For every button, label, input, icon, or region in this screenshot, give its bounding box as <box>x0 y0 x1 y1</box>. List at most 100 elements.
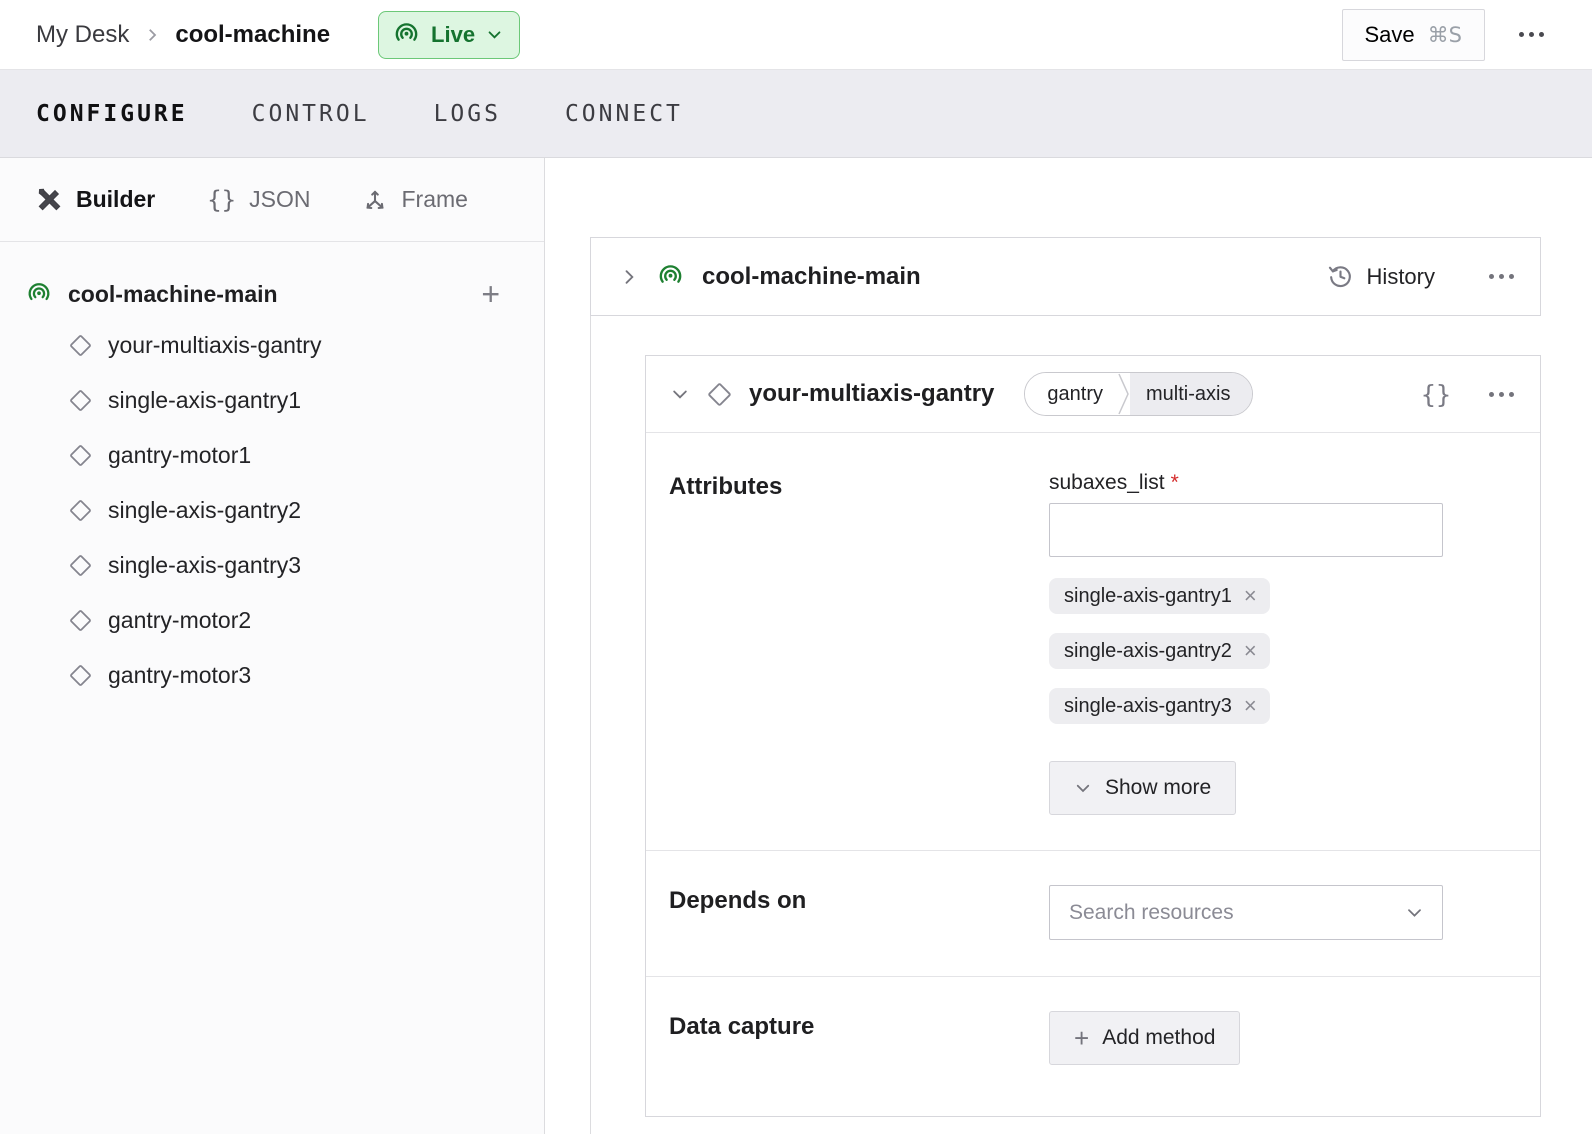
chip-label: single-axis-gantry3 <box>1064 694 1232 717</box>
live-status-dropdown[interactable]: Live <box>378 10 521 59</box>
chip-single-axis-gantry2: single-axis-gantry2 × <box>1049 633 1270 669</box>
tree-item-single-axis-gantry1[interactable]: single-axis-gantry1 <box>0 373 544 428</box>
subaxes-field-label: subaxes_list* <box>1049 471 1179 494</box>
tag-separator-icon <box>1116 373 1130 415</box>
broadcast-icon <box>659 265 682 283</box>
component-menu-button[interactable] <box>1489 391 1514 397</box>
add-method-button[interactable]: + Add method <box>1049 1011 1241 1065</box>
tag-type: gantry <box>1025 373 1117 415</box>
edit-json-icon[interactable]: {} <box>1420 379 1451 409</box>
tab-control[interactable]: CONTROL <box>251 100 370 127</box>
chevron-down-icon[interactable] <box>670 384 690 404</box>
tree-item-label: your-multiaxis-gantry <box>108 332 322 358</box>
required-marker: * <box>1170 471 1179 494</box>
frame-axes-icon <box>366 189 384 209</box>
remove-chip-icon[interactable]: × <box>1243 638 1257 663</box>
chevron-down-icon <box>488 31 501 39</box>
chip-single-axis-gantry3: single-axis-gantry3 × <box>1049 688 1270 724</box>
tree-item-label: gantry-motor1 <box>108 442 252 468</box>
search-resources-input[interactable] <box>1069 900 1369 925</box>
breadcrumb-current: cool-machine <box>175 20 331 48</box>
save-label: Save <box>1364 21 1415 47</box>
subaxes-list-input[interactable] <box>1049 503 1443 557</box>
chevron-down-icon <box>1076 784 1090 793</box>
component-diamond-icon <box>70 390 91 411</box>
chip-label: single-axis-gantry2 <box>1064 639 1232 662</box>
add-component-button[interactable]: + <box>481 276 500 312</box>
tab-configure[interactable]: CONFIGURE <box>36 100 188 127</box>
component-diamond-icon <box>70 445 91 466</box>
attributes-section-label: Attributes <box>669 473 783 500</box>
remove-chip-icon[interactable]: × <box>1243 693 1257 718</box>
remove-chip-icon[interactable]: × <box>1243 583 1257 608</box>
chevron-down-icon <box>1408 909 1421 917</box>
machine-part-menu-button[interactable] <box>1489 274 1514 279</box>
builder-sidebar: Builder {} JSON Frame <box>0 158 545 1134</box>
component-diamond-icon <box>70 335 91 356</box>
curly-braces-icon: {} <box>207 185 237 214</box>
main-nav-tabs: CONFIGURE CONTROL LOGS CONNECT <box>0 70 1592 158</box>
view-tab-frame[interactable]: Frame <box>362 186 468 213</box>
data-capture-section: Data capture + Add method <box>646 976 1540 1116</box>
tree-machine-name: cool-machine-main <box>68 280 278 307</box>
show-more-label: Show more <box>1105 776 1212 799</box>
history-button[interactable]: History <box>1327 263 1435 290</box>
tree-item-label: single-axis-gantry3 <box>108 552 302 578</box>
history-clock-icon <box>1328 266 1351 288</box>
tree-item-label: gantry-motor3 <box>108 662 252 688</box>
plus-icon: + <box>1074 1023 1090 1053</box>
resource-tree: cool-machine-main + your-multiaxis-gantr… <box>0 242 544 703</box>
chevron-right-icon[interactable] <box>619 267 639 287</box>
tree-item-label: gantry-motor2 <box>108 607 252 633</box>
depends-on-combobox[interactable] <box>1049 885 1443 940</box>
top-header: My Desk cool-machine Live Save ⌘S <box>0 0 1592 70</box>
tree-item-gantry-motor2[interactable]: gantry-motor2 <box>0 593 544 648</box>
component-diamond-icon <box>708 382 731 406</box>
subaxes-chip-list: single-axis-gantry1 × single-axis-gantry… <box>1049 578 1516 724</box>
component-card-header: your-multiaxis-gantry gantry multi-axis … <box>646 356 1540 433</box>
depends-on-label: Depends on <box>669 887 807 914</box>
machine-part-panel: cool-machine-main History <box>590 237 1541 316</box>
tag-model: multi-axis <box>1129 373 1253 415</box>
component-type-tags: gantry multi-axis <box>1024 372 1254 416</box>
add-method-label: Add method <box>1102 1026 1216 1049</box>
save-shortcut: ⌘S <box>1427 22 1462 47</box>
sidebar-view-switcher: Builder {} JSON Frame <box>0 158 544 242</box>
depends-on-section: Depends on <box>646 850 1540 976</box>
tree-item-gantry-motor3[interactable]: gantry-motor3 <box>0 648 544 703</box>
view-tab-frame-label: Frame <box>401 186 468 212</box>
breadcrumb-parent-link[interactable]: My Desk <box>36 20 130 48</box>
tree-machine-row[interactable]: cool-machine-main + <box>0 270 544 318</box>
tab-connect[interactable]: CONNECT <box>564 100 683 127</box>
tools-icon <box>38 188 61 211</box>
tab-logs[interactable]: LOGS <box>433 100 501 127</box>
breadcrumb-chevron-icon <box>143 26 161 44</box>
chip-label: single-axis-gantry1 <box>1064 584 1232 607</box>
tree-item-single-axis-gantry2[interactable]: single-axis-gantry2 <box>0 483 544 538</box>
tree-item-gantry-motor1[interactable]: gantry-motor1 <box>0 428 544 483</box>
machine-part-title: cool-machine-main <box>702 262 921 290</box>
chip-single-axis-gantry1: single-axis-gantry1 × <box>1049 578 1270 614</box>
configure-canvas: cool-machine-main History your-multiaxis… <box>545 158 1592 1134</box>
broadcast-icon <box>395 23 418 41</box>
header-overflow-menu-button[interactable] <box>1519 32 1544 37</box>
view-tab-json-label: JSON <box>249 186 311 212</box>
tree-item-label: single-axis-gantry2 <box>108 497 302 523</box>
component-card: your-multiaxis-gantry gantry multi-axis … <box>645 355 1541 1117</box>
component-diamond-icon <box>70 610 91 631</box>
tree-connector-line <box>590 316 591 1134</box>
tree-item-your-multiaxis-gantry[interactable]: your-multiaxis-gantry <box>0 318 544 373</box>
save-button[interactable]: Save ⌘S <box>1341 8 1485 61</box>
view-tab-builder-label: Builder <box>76 186 156 212</box>
live-label: Live <box>431 21 476 47</box>
view-tab-json[interactable]: {} JSON <box>207 186 310 214</box>
component-diamond-icon <box>70 500 91 521</box>
show-more-button[interactable]: Show more <box>1049 761 1237 815</box>
view-tab-builder[interactable]: Builder <box>36 186 155 213</box>
component-diamond-icon <box>70 665 91 686</box>
component-title: your-multiaxis-gantry <box>749 380 995 407</box>
tree-item-single-axis-gantry3[interactable]: single-axis-gantry3 <box>0 538 544 593</box>
attributes-section: Attributes subaxes_list* single-axis-gan… <box>646 433 1540 850</box>
history-label: History <box>1366 263 1435 289</box>
data-capture-label: Data capture <box>669 1013 815 1040</box>
